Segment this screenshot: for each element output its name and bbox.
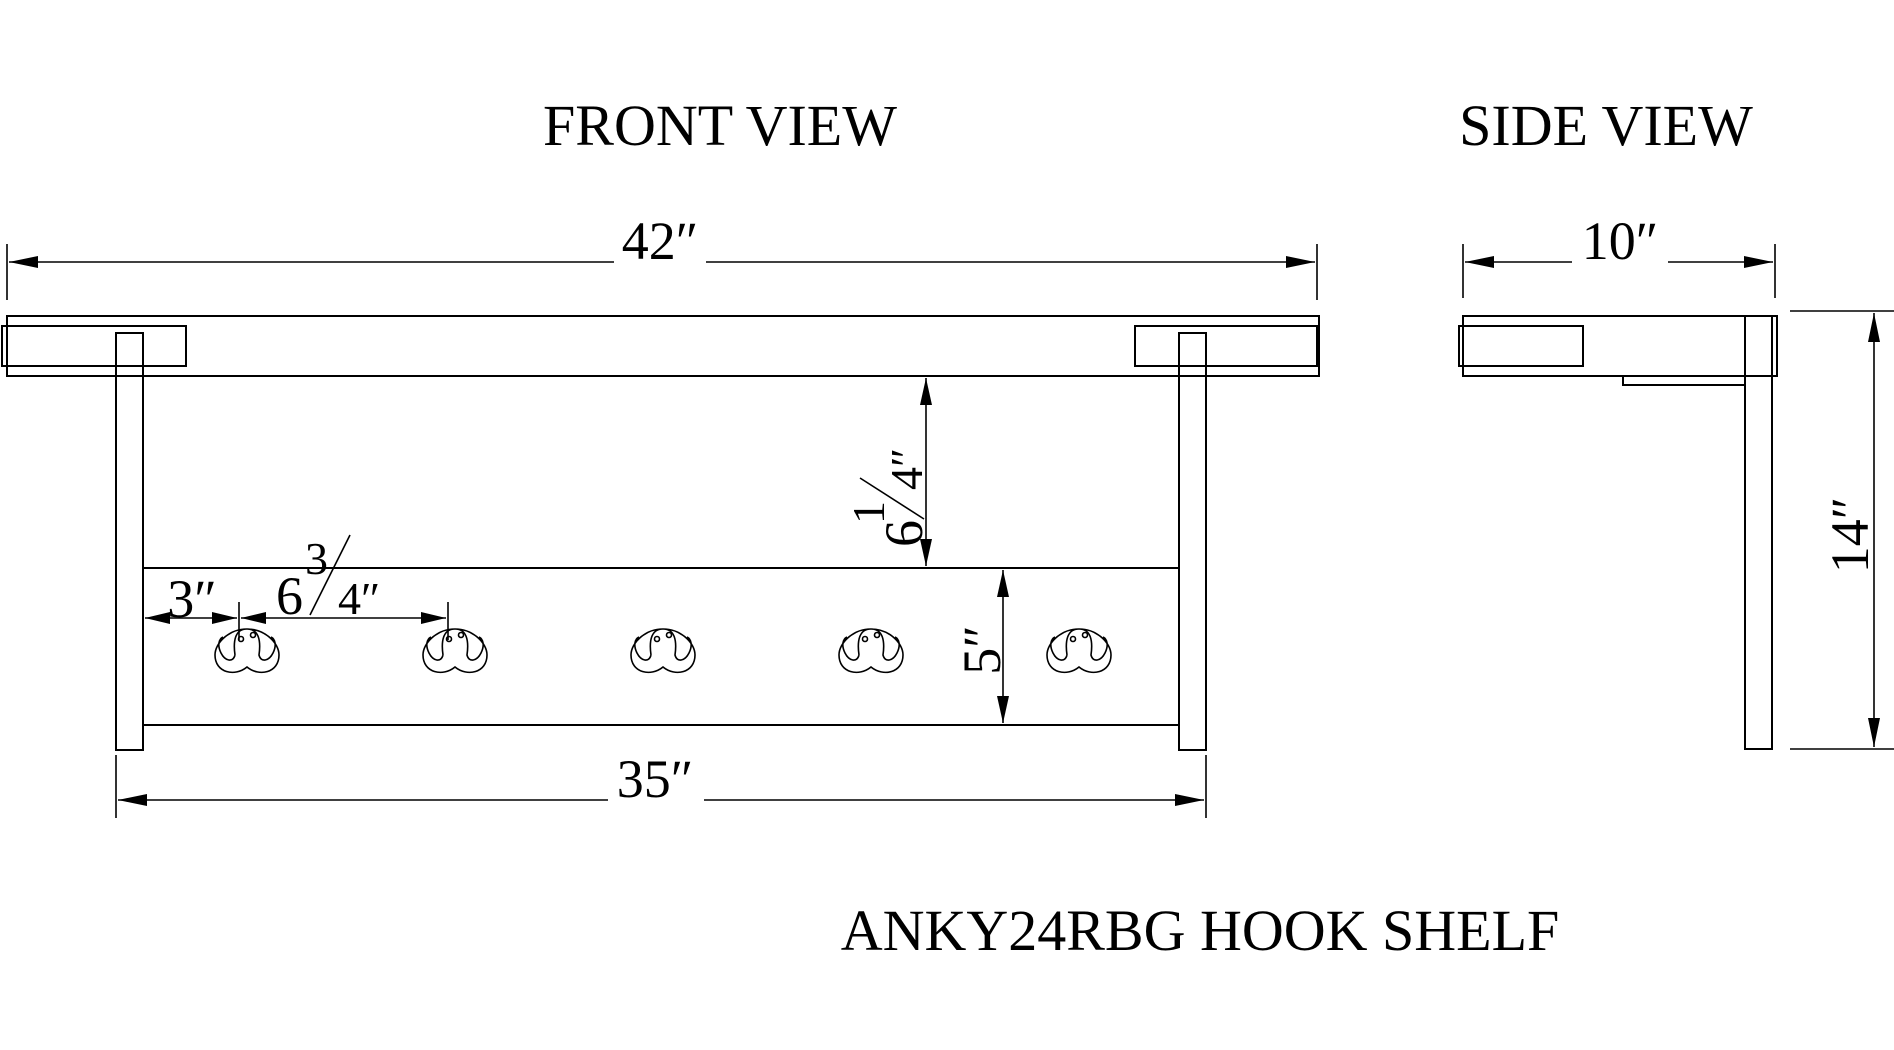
hook-spacing-whole: 6 bbox=[276, 566, 303, 626]
rail-height-dimension: 5″ bbox=[952, 570, 1012, 723]
hook-spacing-denominator: 4″ bbox=[338, 573, 380, 624]
screw-hole bbox=[861, 635, 869, 643]
left-bracket bbox=[1, 325, 187, 367]
inner-width-label: 35″ bbox=[617, 749, 694, 809]
screw-hole bbox=[1081, 631, 1089, 639]
side-depth-label: 10″ bbox=[1582, 211, 1659, 271]
side-shelf-board bbox=[1462, 315, 1778, 377]
left-post bbox=[115, 332, 144, 751]
side-view-title: SIDE VIEW bbox=[1459, 93, 1753, 158]
screw-hole bbox=[653, 635, 661, 643]
hooks-group bbox=[214, 628, 1112, 674]
double-hook-icon bbox=[630, 628, 696, 674]
screw-hole bbox=[457, 631, 465, 639]
screw-hole bbox=[1069, 635, 1077, 643]
screw-hole bbox=[665, 631, 673, 639]
shelf-gap-dimension: 6 1 4″ bbox=[843, 378, 934, 566]
product-title: ANKY24RBG HOOK SHELF bbox=[841, 898, 1560, 963]
side-view bbox=[1458, 315, 1778, 750]
right-bracket bbox=[1134, 325, 1318, 367]
hook-spacing-dimension: 6 3 4″ bbox=[241, 533, 449, 640]
shelf-gap-denominator: 4″ bbox=[881, 448, 932, 490]
rail-height-label: 5″ bbox=[952, 625, 1012, 675]
hook-spacing-numerator: 3 bbox=[305, 533, 328, 584]
screw-hole bbox=[873, 631, 881, 639]
top-board bbox=[6, 315, 1320, 377]
double-hook-icon bbox=[422, 628, 488, 674]
inner-width-dimension: 35″ bbox=[115, 749, 1207, 818]
double-hook-icon bbox=[838, 628, 904, 674]
front-view bbox=[1, 315, 1320, 751]
screw-hole bbox=[249, 631, 257, 639]
side-height-label: 14″ bbox=[1820, 497, 1880, 574]
screw-hole bbox=[445, 635, 453, 643]
front-view-title: FRONT VIEW bbox=[543, 93, 897, 158]
overall-width-dimension: 42″ bbox=[6, 211, 1318, 300]
hook-offset-label: 3″ bbox=[167, 569, 217, 629]
hook-rail bbox=[142, 567, 1180, 726]
side-post bbox=[1744, 315, 1773, 750]
double-hook-icon bbox=[1046, 628, 1112, 674]
double-hook-icon bbox=[214, 628, 280, 674]
hook-offset-dimension: 3″ bbox=[145, 569, 240, 640]
shelf-gap-numerator: 1 bbox=[843, 501, 894, 524]
side-bracket bbox=[1458, 325, 1584, 367]
right-post bbox=[1178, 332, 1207, 751]
side-depth-dimension: 10″ bbox=[1462, 211, 1776, 298]
side-height-dimension: 14″ bbox=[1790, 310, 1894, 750]
overall-width-label: 42″ bbox=[622, 211, 699, 271]
shelf-gap-whole: 6 bbox=[874, 520, 934, 547]
side-support bbox=[1622, 375, 1746, 386]
